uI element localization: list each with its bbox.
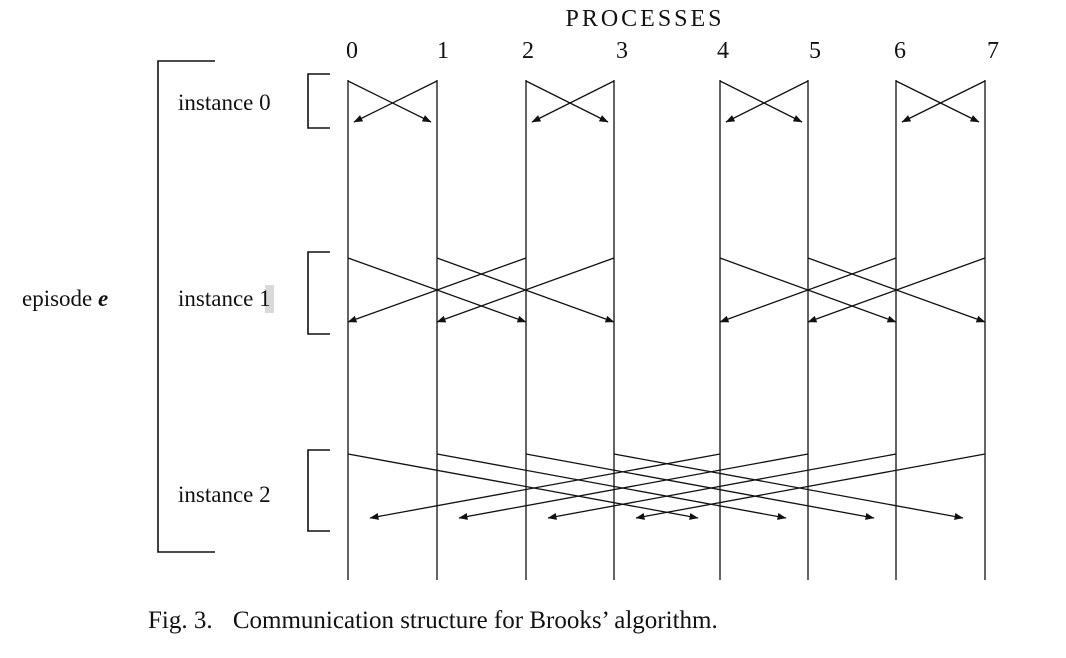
message-arrow — [436, 453, 787, 520]
caption-prefix: Fig. 3. — [148, 607, 213, 634]
message-arrow — [525, 453, 875, 520]
message-arrow — [547, 453, 897, 520]
message-arrow — [347, 453, 699, 520]
process-label: 3 — [616, 38, 628, 64]
message-arrow — [531, 80, 615, 123]
instance-bracket — [307, 449, 330, 532]
message-arrow — [895, 80, 980, 123]
message-arrow — [719, 80, 803, 123]
figure-caption: Fig. 3. Communication structure for Broo… — [148, 607, 718, 634]
process-labels: 0 1 2 3 4 5 6 7 — [346, 38, 999, 64]
message-arrow — [347, 257, 527, 323]
message-arrow — [369, 453, 721, 520]
episode-label: episode e — [22, 286, 108, 311]
process-label: 5 — [809, 38, 821, 64]
episode-bracket — [157, 60, 215, 553]
process-timelines — [347, 80, 986, 580]
message-arrows — [347, 80, 986, 520]
text-highlight — [265, 285, 274, 313]
message-arrow — [901, 80, 986, 123]
process-label: 2 — [522, 38, 534, 64]
caption-text: Communication structure for Brooks’ algo… — [233, 607, 718, 634]
message-arrow — [353, 80, 438, 123]
instance-bracket — [307, 73, 330, 129]
message-arrow — [719, 257, 897, 323]
message-arrow — [347, 80, 432, 123]
episode-variable: e — [98, 286, 108, 311]
message-arrow — [613, 453, 964, 520]
instance-label: instance 0 — [178, 90, 271, 115]
instance-bracket — [307, 251, 330, 335]
instance-label: instance 2 — [178, 482, 271, 507]
instance-labels: instance 0 instance 1 instance 2 — [178, 90, 271, 507]
process-label: 4 — [717, 38, 729, 64]
process-label: 7 — [987, 38, 999, 64]
message-arrow — [807, 257, 986, 323]
message-arrow — [725, 80, 809, 123]
processes-header: PROCESSES — [565, 6, 724, 32]
instance-brackets — [307, 73, 330, 532]
message-arrow — [458, 453, 809, 520]
process-label: 0 — [346, 38, 358, 64]
message-arrow — [436, 257, 615, 323]
process-label: 1 — [437, 38, 449, 64]
instance-label: instance 1 — [178, 286, 271, 311]
message-arrow — [525, 80, 609, 123]
process-label: 6 — [894, 38, 906, 64]
message-arrow — [635, 453, 986, 520]
